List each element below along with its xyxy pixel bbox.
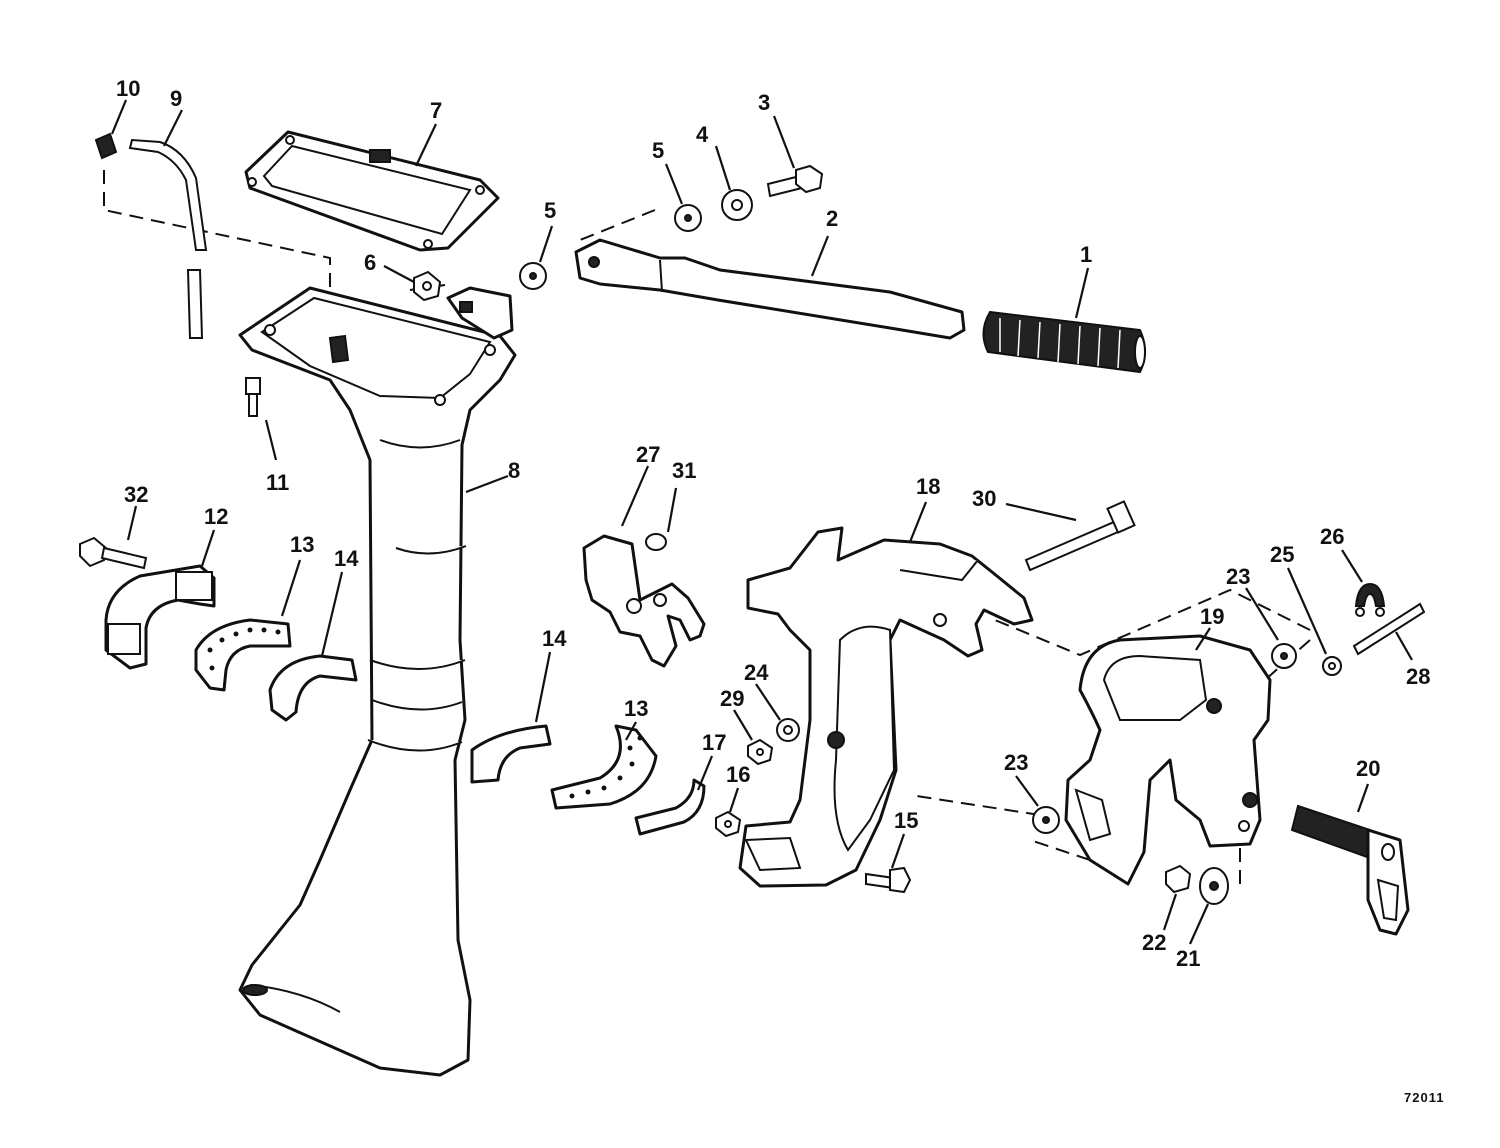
callout-7: 7 (430, 98, 442, 123)
part-7-gasket (244, 130, 500, 252)
callout-4: 4 (696, 122, 709, 147)
part-9-tube (128, 138, 208, 339)
leader-lines (110, 99, 1413, 945)
part-1-grip (982, 310, 1146, 374)
part-15-screw (865, 866, 912, 894)
part-30-bolt (1024, 500, 1136, 572)
part-13-bushing-right (550, 724, 658, 810)
callout-18: 18 (916, 474, 940, 499)
callout-16: 16 (726, 762, 750, 787)
part-19-swivel-bracket (1064, 634, 1272, 886)
callout-23b: 23 (1004, 750, 1028, 775)
callout-2: 2 (826, 206, 838, 231)
callout-12: 12 (204, 504, 228, 529)
part-32-bolt (79, 536, 148, 570)
part-14-liner-right (470, 724, 552, 784)
part-2-tiller-arm (574, 238, 966, 340)
callout-28: 28 (1406, 664, 1430, 689)
part-5-washer-a (519, 262, 547, 290)
callout-14b: 14 (542, 626, 567, 651)
part-23-washer-b (1032, 806, 1060, 834)
callout-23a: 23 (1226, 564, 1250, 589)
callout-8: 8 (508, 458, 520, 483)
part-17-strip (634, 778, 706, 836)
callout-13b: 13 (624, 696, 648, 721)
callout-1: 1 (1080, 242, 1092, 267)
callout-5a: 5 (652, 138, 664, 163)
part-6-nut (413, 270, 442, 302)
part-31-cap (645, 533, 667, 551)
part-24-washer (776, 718, 800, 742)
part-20-thumb-screw (1290, 804, 1410, 936)
callout-31: 31 (672, 458, 696, 483)
part-14-liner-left (268, 654, 358, 722)
callout-22: 22 (1142, 930, 1166, 955)
callout-10: 10 (116, 76, 140, 101)
part-3-bolt (766, 164, 824, 198)
callout-30: 30 (972, 486, 996, 511)
part-4-washer (721, 189, 753, 221)
callout-17: 17 (702, 730, 726, 755)
callout-20: 20 (1356, 756, 1380, 781)
part-29-nut (747, 738, 774, 766)
callout-14a: 14 (334, 546, 359, 571)
callout-24: 24 (744, 660, 769, 685)
part-26-clip (1354, 582, 1386, 617)
callout-27: 27 (636, 442, 660, 467)
part-22-screw (1165, 864, 1192, 894)
callout-21: 21 (1176, 946, 1200, 971)
callout-26: 26 (1320, 524, 1344, 549)
callout-13a: 13 (290, 532, 314, 557)
part-25-washer (1322, 656, 1342, 676)
part-28-stud (1352, 602, 1426, 656)
callout-3: 3 (758, 90, 770, 115)
part-11-screw (245, 377, 261, 417)
callout-19: 19 (1200, 604, 1224, 629)
part-23-washer-a (1271, 643, 1297, 669)
part-13-bushing-left (194, 618, 292, 692)
part-27-plate (582, 534, 706, 668)
callout-11: 11 (266, 470, 289, 495)
callout-9: 9 (170, 86, 182, 111)
part-10-cap (94, 132, 118, 160)
callout-32: 32 (124, 482, 148, 507)
callout-5b: 5 (544, 198, 556, 223)
callout-labels: 1 2 3 4 5 5 6 7 8 9 10 11 12 13 13 14 14… (116, 76, 1430, 971)
callout-29: 29 (720, 686, 744, 711)
callout-15: 15 (894, 808, 918, 833)
part-8-drive-shaft-housing (238, 286, 517, 1077)
callout-25: 25 (1270, 542, 1294, 567)
figure-number: 72011 (1404, 1090, 1444, 1105)
bracket-tab (446, 286, 514, 340)
part-5-washer-b (674, 204, 702, 232)
part-21-washer (1199, 867, 1229, 905)
part-12-clamp (104, 564, 216, 670)
part-18-clamp-bracket (738, 526, 1034, 888)
part-16-nut (715, 810, 742, 838)
callout-6: 6 (364, 250, 376, 275)
